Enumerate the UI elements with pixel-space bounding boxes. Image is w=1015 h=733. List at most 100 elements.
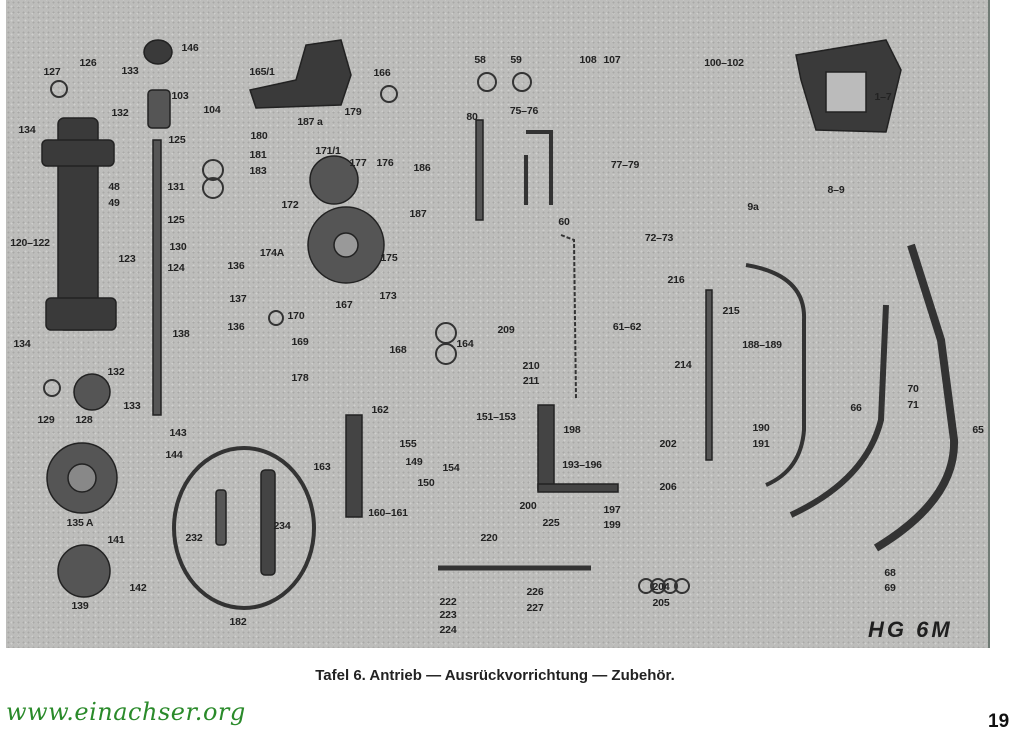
part-number-label: 178 bbox=[291, 372, 309, 384]
page-number: 19 bbox=[988, 711, 1010, 732]
part-number-label: 126 bbox=[79, 57, 97, 69]
part-number-label: 162 bbox=[371, 404, 389, 416]
part-number-label: 142 bbox=[129, 582, 147, 594]
part-number-label: 65 bbox=[972, 424, 984, 436]
part-number-label: 60 bbox=[558, 216, 570, 228]
part-number-label: 49 bbox=[108, 197, 120, 209]
part-number-label: 136 bbox=[227, 321, 245, 333]
part-number-label: 209 bbox=[497, 324, 515, 336]
part-number-label: 139 bbox=[71, 600, 89, 612]
part-number-label: 226 bbox=[526, 586, 544, 598]
part-number-label: 165/1 bbox=[249, 66, 275, 78]
part-number-label: 206 bbox=[659, 481, 677, 493]
tine-part bbox=[745, 263, 807, 487]
part-number-label: 175 bbox=[380, 252, 398, 264]
part-number-label: 155 bbox=[399, 438, 417, 450]
part-number-label: 193–196 bbox=[562, 459, 602, 471]
part-number-label: 132 bbox=[107, 366, 125, 378]
part-number-label: 125 bbox=[167, 214, 185, 226]
part-number-label: 138 bbox=[172, 328, 190, 340]
part-number-label: 180 bbox=[250, 130, 268, 142]
part-number-label: 187 a bbox=[297, 116, 323, 128]
part-number-label: 204 bbox=[652, 581, 670, 593]
part-number-label: 80 bbox=[466, 111, 478, 123]
part-number-label: 179 bbox=[344, 106, 362, 118]
part-number-label: 224 bbox=[439, 624, 457, 636]
part-number-label: 71 bbox=[907, 399, 919, 411]
part-number-label: 225 bbox=[542, 517, 560, 529]
part-number-label: 169 bbox=[291, 336, 309, 348]
part-number-label: 127 bbox=[43, 66, 61, 78]
part-number-label: 8–9 bbox=[827, 184, 845, 196]
part-number-label: 9a bbox=[747, 201, 759, 213]
gear-housing-part bbox=[249, 39, 352, 109]
part-number-label: 182 bbox=[229, 616, 247, 628]
part-number-label: 61–62 bbox=[612, 321, 642, 333]
part-number-label: 128 bbox=[75, 414, 93, 426]
part-number-label: 170 bbox=[287, 310, 305, 322]
part-number-label: 133 bbox=[121, 65, 139, 77]
part-number-label: 130 bbox=[169, 241, 187, 253]
part-number-label: 134 bbox=[13, 338, 31, 350]
part-number-label: 183 bbox=[249, 165, 267, 177]
part-number-label: 70 bbox=[907, 383, 919, 395]
part-number-label: 163 bbox=[313, 461, 331, 473]
part-number-label: 167 bbox=[335, 299, 353, 311]
part-number-label: 131 bbox=[167, 181, 185, 193]
part-number-label: 171/1 bbox=[315, 145, 341, 157]
part-number-label: 214 bbox=[674, 359, 692, 371]
part-number-label: 188–189 bbox=[742, 339, 782, 351]
model-mark: HG 6M bbox=[868, 617, 953, 642]
part-number-label: 205 bbox=[652, 597, 670, 609]
part-number-label: 149 bbox=[405, 456, 423, 468]
part-number-label: 134 bbox=[18, 124, 36, 136]
part-number-label: 136 bbox=[227, 260, 245, 272]
part-number-label: 75–76 bbox=[509, 105, 539, 117]
part-number-label: 200 bbox=[519, 500, 537, 512]
part-number-label: 186 bbox=[413, 162, 431, 174]
part-number-label: 107 bbox=[603, 54, 621, 66]
part-number-label: 125 bbox=[168, 134, 186, 146]
part-number-label: 137 bbox=[229, 293, 247, 305]
part-number-label: 68 bbox=[884, 567, 896, 579]
part-number-label: 232 bbox=[185, 532, 203, 544]
part-number-label: 58 bbox=[474, 54, 486, 66]
part-number-label: 48 bbox=[108, 181, 120, 193]
part-number-label: 103 bbox=[171, 90, 189, 102]
part-number-label: 124 bbox=[167, 262, 185, 274]
part-number-label: 104 bbox=[203, 104, 221, 116]
part-number-label: 154 bbox=[442, 462, 460, 474]
part-number-label: 1–7 bbox=[874, 91, 892, 103]
part-number-label: 132 bbox=[111, 107, 129, 119]
part-number-label: 173 bbox=[379, 290, 397, 302]
v-belt-part bbox=[172, 446, 316, 610]
part-number-label: 220 bbox=[480, 532, 498, 544]
part-number-label: 234 bbox=[273, 520, 291, 532]
part-number-label: 227 bbox=[526, 602, 544, 614]
part-number-label: 190 bbox=[752, 422, 770, 434]
part-number-label: 198 bbox=[563, 424, 581, 436]
part-number-label: 150 bbox=[417, 477, 435, 489]
shaft-part bbox=[152, 139, 162, 416]
part-number-label: 191 bbox=[752, 438, 770, 450]
part-number-label: 151–153 bbox=[476, 411, 516, 423]
part-number-label: 172 bbox=[281, 199, 299, 211]
part-number-label: 176 bbox=[376, 157, 394, 169]
part-number-label: 135 A bbox=[66, 517, 94, 529]
part-number-label: 160–161 bbox=[368, 507, 408, 519]
part-number-label: 199 bbox=[603, 519, 621, 531]
part-number-label: 146 bbox=[181, 42, 199, 54]
part-number-label: 66 bbox=[850, 402, 862, 414]
watermark-link[interactable]: www.einachser.org bbox=[6, 698, 246, 726]
part-number-label: 202 bbox=[659, 438, 677, 450]
part-number-label: 197 bbox=[603, 504, 621, 516]
plate-caption: Tafel 6. Antrieb — Ausrückvorrichtung — … bbox=[315, 667, 675, 684]
part-number-label: 177 bbox=[349, 157, 367, 169]
parts-drawing bbox=[41, 39, 959, 610]
part-number-label: 143 bbox=[169, 427, 187, 439]
part-number-label: 77–79 bbox=[610, 159, 640, 171]
part-number-label: 108 bbox=[579, 54, 597, 66]
part-number-label: 222 bbox=[439, 596, 457, 608]
part-number-label: 174A bbox=[259, 247, 285, 259]
part-number-label: 215 bbox=[722, 305, 740, 317]
